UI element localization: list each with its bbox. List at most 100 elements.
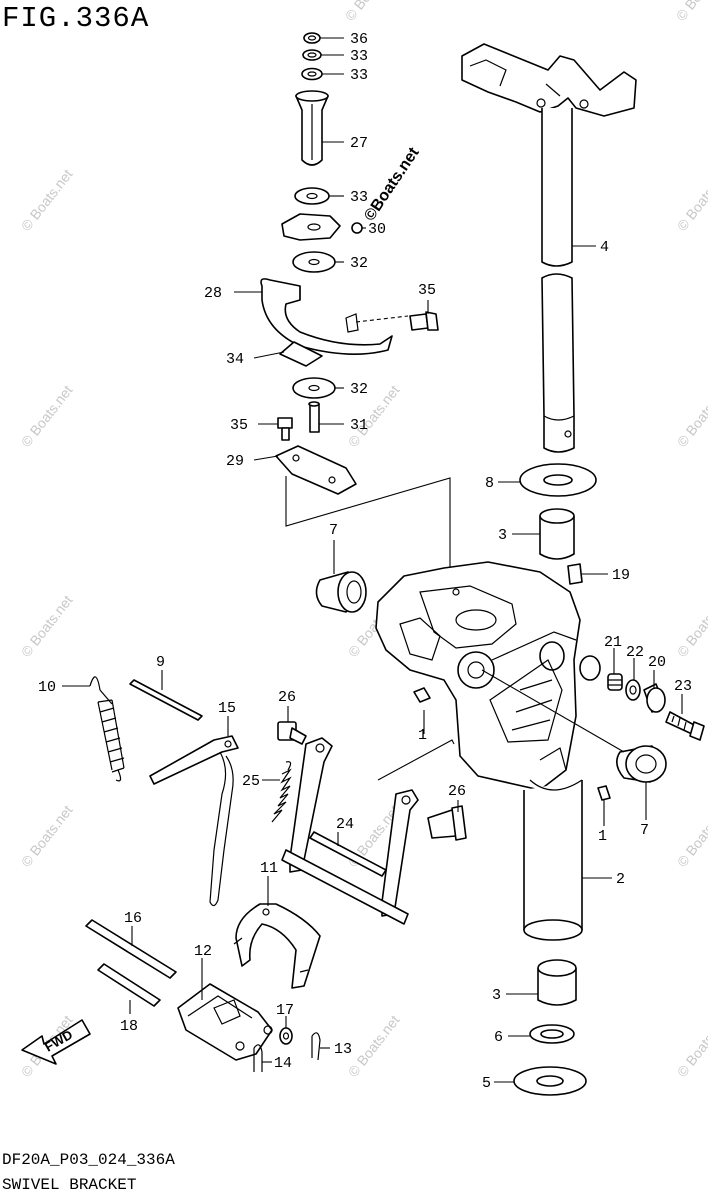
watermark: © Boats.net bbox=[674, 382, 708, 450]
watermark-layer: © Boats.net © Boats.net © Boats.net © Bo… bbox=[18, 0, 708, 1080]
callout-33: 33 bbox=[350, 48, 368, 65]
part-bolt-26a bbox=[277, 721, 307, 745]
callout-3: 3 bbox=[492, 987, 501, 1004]
part-washer-32a bbox=[292, 251, 336, 273]
part-pin-9 bbox=[129, 679, 203, 721]
part-bushing-3b bbox=[537, 959, 577, 1006]
part-nut-36 bbox=[303, 32, 321, 44]
callout-32: 32 bbox=[350, 381, 368, 398]
part-spring-10 bbox=[89, 676, 125, 782]
part-grease-nipple-1a bbox=[413, 687, 431, 703]
part-plate-29 bbox=[275, 445, 357, 495]
callout-4: 4 bbox=[600, 239, 609, 256]
part-cushion-19 bbox=[567, 563, 583, 585]
callout-17: 17 bbox=[276, 1002, 294, 1019]
part-seal-6 bbox=[529, 1024, 575, 1044]
part-washer-17 bbox=[279, 1027, 293, 1045]
callout-24: 24 bbox=[336, 816, 354, 833]
callout-5: 5 bbox=[482, 1075, 491, 1092]
callout-7: 7 bbox=[329, 522, 338, 539]
leader-lines-29 bbox=[285, 476, 451, 592]
callout-7: 7 bbox=[640, 822, 649, 839]
part-swivel-bracket-body bbox=[375, 561, 581, 791]
callout-36: 36 bbox=[350, 31, 368, 48]
part-bushing-right bbox=[579, 655, 601, 681]
watermark: © Boats.net bbox=[345, 1012, 403, 1080]
callout-18: 18 bbox=[120, 1018, 138, 1035]
part-pin-31 bbox=[308, 401, 320, 433]
part-lever-15 bbox=[149, 735, 239, 907]
callout-26: 26 bbox=[448, 783, 466, 800]
watermark: © Boats.net bbox=[342, 0, 400, 24]
part-washer-22 bbox=[625, 679, 641, 701]
watermark: © Boats.net bbox=[18, 592, 76, 660]
callout-33: 33 bbox=[350, 189, 368, 206]
part-pin-14 bbox=[253, 1044, 263, 1072]
figure-name: SWIVEL BRACKET bbox=[2, 1176, 137, 1194]
callout-22: 22 bbox=[626, 644, 644, 661]
callout-30: 30 bbox=[368, 221, 386, 238]
part-steering-pin-27 bbox=[295, 90, 329, 166]
part-bolt-26b bbox=[427, 805, 467, 841]
watermark: © Boats.net bbox=[674, 1012, 708, 1080]
part-spring-25 bbox=[271, 761, 292, 823]
part-washer-33c bbox=[294, 187, 330, 205]
figure-code: DF20A_P03_024_336A bbox=[2, 1151, 175, 1169]
callout-33: 33 bbox=[350, 67, 368, 84]
part-washer-32b bbox=[292, 377, 336, 399]
part-pin-18 bbox=[97, 963, 161, 1007]
part-swivel-shaft-4 bbox=[461, 43, 637, 453]
callout-32: 32 bbox=[350, 255, 368, 272]
callout-29: 29 bbox=[226, 453, 244, 470]
part-swivel-case-2 bbox=[523, 779, 583, 941]
part-washer-8 bbox=[519, 463, 597, 497]
callout-35: 35 bbox=[230, 417, 248, 434]
part-pin-13 bbox=[311, 1032, 321, 1061]
callout-14: 14 bbox=[274, 1055, 292, 1072]
callout-11: 11 bbox=[260, 860, 278, 877]
callout-labels: 36 33 33 27 33 30 32 28 35 34 32 35 31 2… bbox=[38, 31, 692, 1092]
callout-20: 20 bbox=[648, 654, 666, 671]
leader-lines bbox=[62, 37, 683, 1083]
callout-35: 35 bbox=[418, 282, 436, 299]
callout-1: 1 bbox=[598, 828, 607, 845]
callout-19: 19 bbox=[612, 567, 630, 584]
callout-12: 12 bbox=[194, 943, 212, 960]
part-bushing-7b bbox=[616, 745, 667, 783]
callout-6: 6 bbox=[494, 1029, 503, 1046]
part-plate-30 bbox=[281, 213, 363, 241]
watermark: © Boats.net bbox=[18, 802, 76, 870]
leader-line-7b bbox=[481, 669, 625, 753]
watermark: © Boats.net bbox=[18, 166, 76, 234]
part-handle-28 bbox=[260, 278, 409, 355]
part-bushing-7a bbox=[315, 571, 367, 613]
part-washer-33a bbox=[302, 49, 322, 61]
callout-28: 28 bbox=[204, 285, 222, 302]
callout-3: 3 bbox=[498, 527, 507, 544]
callout-10: 10 bbox=[38, 679, 56, 696]
callout-23: 23 bbox=[674, 678, 692, 695]
watermark: © Boats.net bbox=[674, 592, 708, 660]
part-washer-5 bbox=[513, 1066, 587, 1096]
callout-2: 2 bbox=[616, 871, 625, 888]
part-lever-assembly-24 bbox=[281, 737, 419, 925]
part-clamp-11 bbox=[233, 903, 321, 989]
callout-21: 21 bbox=[604, 634, 622, 651]
part-bushing-20 bbox=[643, 683, 666, 713]
part-screw-23 bbox=[665, 711, 705, 741]
part-plug-21 bbox=[607, 673, 623, 691]
watermark: © Boats.net bbox=[18, 382, 76, 450]
callout-16: 16 bbox=[124, 910, 142, 927]
callout-26: 26 bbox=[278, 689, 296, 706]
callout-1: 1 bbox=[418, 727, 427, 744]
part-bolt-35a bbox=[409, 311, 439, 331]
figure-title: FIG.336A bbox=[2, 2, 150, 35]
callout-27: 27 bbox=[350, 135, 368, 152]
callout-13: 13 bbox=[334, 1041, 352, 1058]
callout-31: 31 bbox=[350, 417, 368, 434]
watermark: © Boats.net bbox=[674, 802, 708, 870]
watermark: © Boats.net bbox=[673, 0, 708, 24]
part-pin-16 bbox=[85, 919, 177, 979]
callout-8: 8 bbox=[485, 475, 494, 492]
part-bushing-3a bbox=[539, 508, 575, 560]
